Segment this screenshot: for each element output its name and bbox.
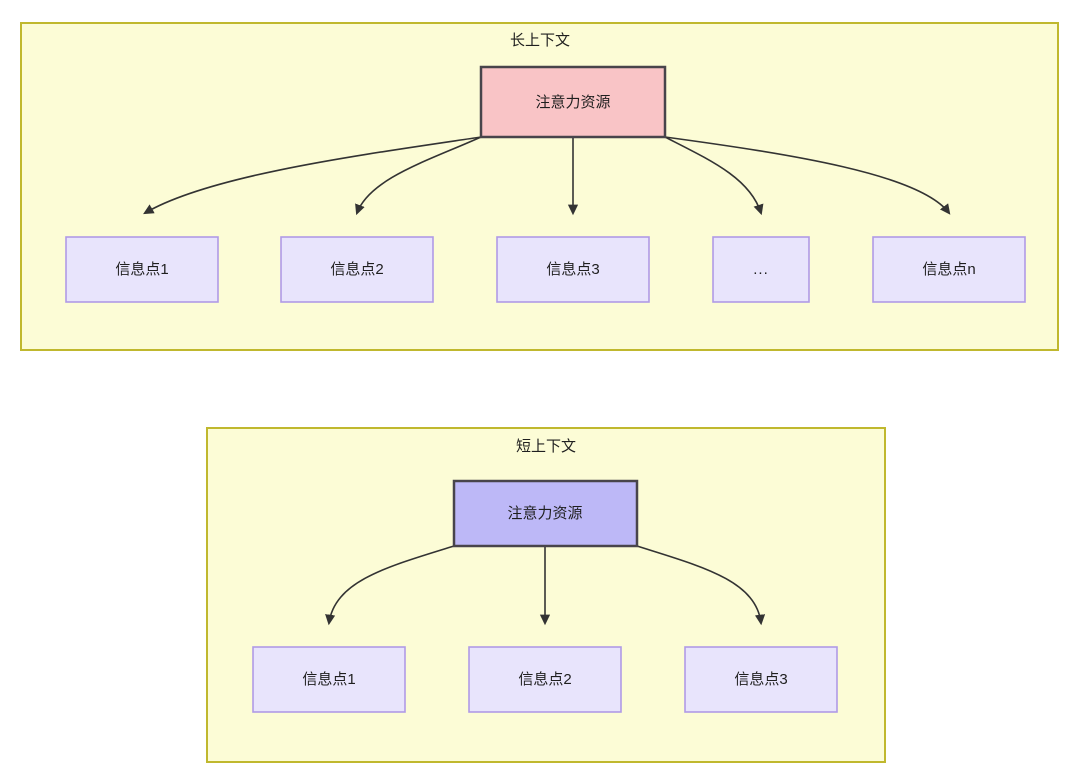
panel-long-context: 长上下文 注意力资源 信息点1 信息点2 [20, 22, 1059, 351]
node-leaf-short-2-box[interactable] [468, 646, 622, 713]
node-leaf-long-n-label: 信息点n [922, 261, 975, 278]
node-root-long-context-box[interactable] [479, 65, 667, 139]
panel-short-context: 短上下文 注意力资源 信息点1 信息点2 信息点3 [206, 427, 886, 763]
edge-root-to-short-xinxidian1 [325, 545, 455, 626]
node-leaf-long-1-box[interactable] [65, 236, 219, 303]
edge-group-short-context [325, 545, 766, 626]
node-root-long-context-label: 注意力资源 [535, 93, 610, 111]
node-leaf-short-2[interactable]: 信息点2 [468, 646, 622, 713]
node-leaf-long-n[interactable]: 信息点n [872, 236, 1026, 303]
node-leaf-short-1-box[interactable] [252, 646, 406, 713]
node-leaf-short-1-label: 信息点1 [302, 671, 355, 688]
node-root-long-context[interactable]: 注意力资源 [479, 65, 667, 139]
node-root-short-context-label: 注意力资源 [507, 504, 582, 522]
node-leaf-long-ellipsis-label: ... [753, 261, 769, 278]
node-leaf-long-ellipsis-box[interactable] [712, 236, 810, 303]
panel-long-context-title: 长上下文 [510, 32, 570, 49]
node-leaf-long-1-label: 信息点1 [115, 261, 168, 278]
panel-short-context-title: 短上下文 [516, 438, 576, 455]
node-leaf-long-3-label: 信息点3 [546, 261, 599, 278]
node-leaf-short-2-label: 信息点2 [518, 671, 571, 688]
edge-root-to-xinxidian2 [355, 136, 482, 216]
edge-group-long-context [143, 136, 951, 216]
node-leaf-long-2-label: 信息点2 [330, 261, 383, 278]
node-root-short-context[interactable]: 注意力资源 [452, 479, 639, 548]
node-leaf-long-3-box[interactable] [496, 236, 650, 303]
node-leaf-short-1[interactable]: 信息点1 [252, 646, 406, 713]
node-leaf-long-2[interactable]: 信息点2 [280, 236, 434, 303]
node-leaf-long-3[interactable]: 信息点3 [496, 236, 650, 303]
node-leaf-short-3-box[interactable] [684, 646, 838, 713]
node-leaf-long-n-box[interactable] [872, 236, 1026, 303]
edge-root-to-xinxidiann [664, 136, 951, 215]
node-leaf-short-3-label: 信息点3 [734, 671, 787, 688]
node-leaf-long-2-box[interactable] [280, 236, 434, 303]
edge-root-to-short-xinxidian3 [636, 545, 766, 626]
node-root-short-context-box[interactable] [452, 479, 639, 548]
node-leaf-short-3[interactable]: 信息点3 [684, 646, 838, 713]
node-leaf-long-1[interactable]: 信息点1 [65, 236, 219, 303]
edge-root-to-xinxidian1 [143, 136, 482, 215]
node-leaf-long-ellipsis[interactable]: ... [712, 236, 810, 303]
edge-root-to-ellipsis [664, 136, 764, 216]
